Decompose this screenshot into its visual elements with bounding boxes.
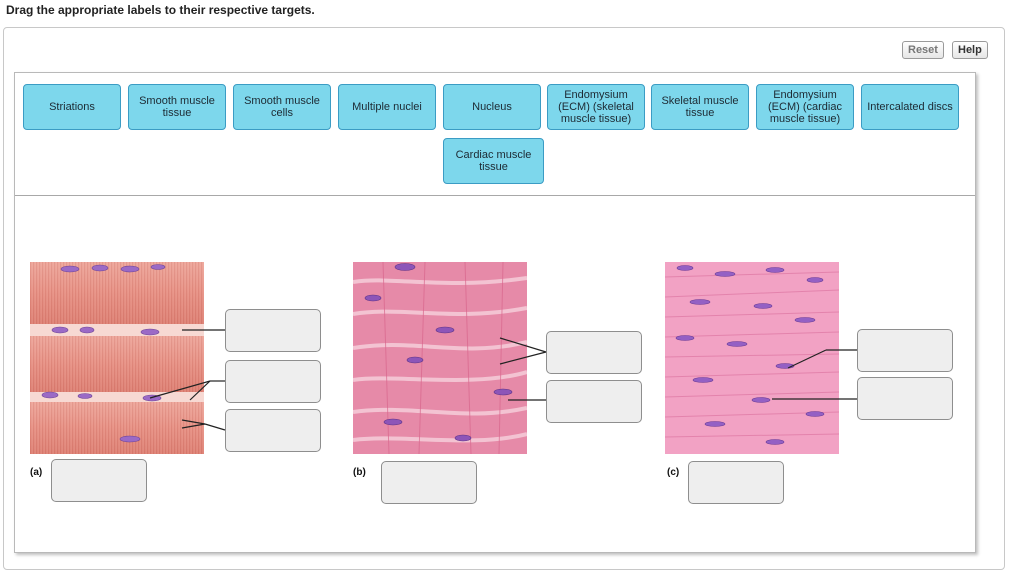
target-a3[interactable] — [225, 409, 321, 452]
label-skeletal-muscle-tissue[interactable]: Skeletal muscle tissue — [651, 84, 749, 130]
label-smooth-muscle-tissue[interactable]: Smooth muscle tissue — [128, 84, 226, 130]
label-nucleus[interactable]: Nucleus — [443, 84, 541, 130]
label-smooth-muscle-cells[interactable]: Smooth muscle cells — [233, 84, 331, 130]
target-c1[interactable] — [857, 329, 953, 372]
cardiac-muscle-image — [353, 262, 527, 454]
label-multiple-nuclei[interactable]: Multiple nuclei — [338, 84, 436, 130]
target-c2[interactable] — [857, 377, 953, 420]
label-intercalated-discs[interactable]: Intercalated discs — [861, 84, 959, 130]
label-bank-divider — [15, 195, 975, 196]
label-cardiac-muscle-tissue[interactable]: Cardiac muscle tissue — [443, 138, 544, 184]
part-label-a: (a) — [30, 467, 43, 478]
target-b1[interactable] — [546, 331, 642, 374]
reset-button[interactable]: Reset — [902, 41, 944, 59]
help-button[interactable]: Help — [952, 41, 988, 59]
target-b2[interactable] — [546, 380, 642, 423]
target-b-tissue[interactable] — [381, 461, 477, 504]
target-a2[interactable] — [225, 360, 321, 403]
label-endomysium-skeletal[interactable]: Endomysium (ECM) (skeletal muscle tissue… — [547, 84, 645, 130]
target-a1[interactable] — [225, 309, 321, 352]
instructions-text: Drag the appropriate labels to their res… — [6, 3, 315, 17]
target-a-tissue[interactable] — [51, 459, 147, 502]
smooth-muscle-image — [665, 262, 839, 454]
label-endomysium-cardiac[interactable]: Endomysium (ECM) (cardiac muscle tissue) — [756, 84, 854, 130]
part-label-c: (c) — [667, 467, 680, 478]
part-label-b: (b) — [353, 467, 366, 478]
target-c-tissue[interactable] — [688, 461, 784, 504]
label-striations[interactable]: Striations — [23, 84, 121, 130]
skeletal-muscle-image — [30, 262, 204, 454]
